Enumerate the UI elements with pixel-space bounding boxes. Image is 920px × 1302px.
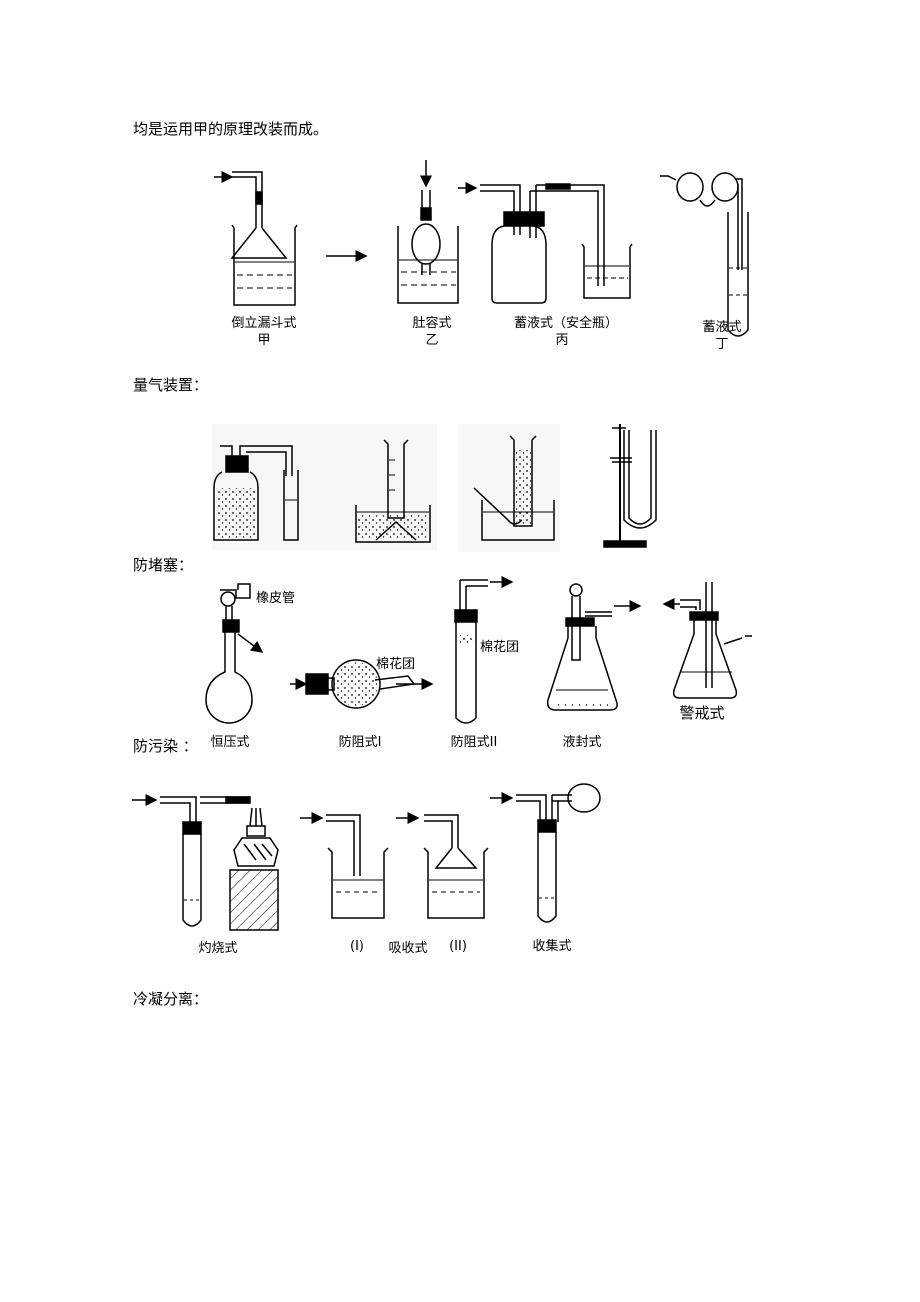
burn-apparatus: [132, 794, 279, 931]
liquid-seal-flask: [546, 583, 642, 711]
anti-clog-heading: 防堵塞：: [133, 556, 194, 574]
absorb-1-apparatus: [300, 812, 389, 919]
collect-type-label: 收集式: [532, 939, 572, 954]
intro-text: 均是运用甲的原理改装而成。: [133, 120, 329, 138]
u-tube-stand-apparatus: [603, 424, 657, 548]
burn-type-label: 灼烧式: [198, 941, 238, 956]
warning-flask: [662, 582, 752, 699]
bing-label: 丙: [555, 333, 569, 348]
inverted-funnel-label: 倒立漏斗式: [231, 316, 297, 331]
absorb-2-label: (II): [449, 939, 467, 954]
liquid-seal-label: 液封式: [562, 735, 602, 750]
anti-pollution-heading: 防污染 ：: [133, 737, 198, 755]
inverted-cylinder-apparatus: [473, 435, 555, 541]
gas-measure-heading: 量气装置：: [133, 376, 209, 394]
constant-pressure-flask: [205, 583, 264, 724]
jia-label: 甲: [257, 333, 271, 348]
warning-type-label: 警戒式: [679, 704, 725, 722]
absorb-type-label: 吸收式: [388, 941, 428, 956]
safety-bottle-label: 蓄液式（安全瓶）: [513, 316, 619, 331]
block-type-2: [454, 576, 514, 724]
condense-heading: 冷凝分离：: [133, 990, 209, 1008]
cotton-label-1: 棉花团: [376, 657, 416, 672]
rubber-tube-label: 橡皮管: [256, 591, 296, 606]
absorb-2-apparatus: [396, 812, 489, 919]
storage-type-label: 蓄液式: [702, 320, 742, 335]
bulb-type-label: 肚容式: [412, 316, 452, 331]
bulb-apparatus: [397, 160, 459, 304]
cotton-label-2: 棉花团: [480, 640, 520, 655]
block-type-2-label: 防阻式II: [450, 735, 498, 750]
ding-label: 丁: [715, 337, 729, 352]
absorb-1-label: (I): [350, 939, 364, 954]
block-type-1: [290, 659, 434, 709]
gas-bottle-burette-apparatus: [213, 445, 299, 541]
safety-bottle-apparatus: [458, 182, 633, 304]
inverted-funnel-apparatus: [214, 171, 298, 306]
constant-pressure-label: 恒压式: [210, 735, 250, 750]
block-type-1-label: 防阻式I: [338, 735, 382, 750]
double-bulb-apparatus: [660, 172, 749, 337]
yi-label: 乙: [425, 333, 439, 348]
collect-apparatus: [490, 783, 601, 923]
cylinder-funnel-apparatus: [355, 439, 431, 543]
